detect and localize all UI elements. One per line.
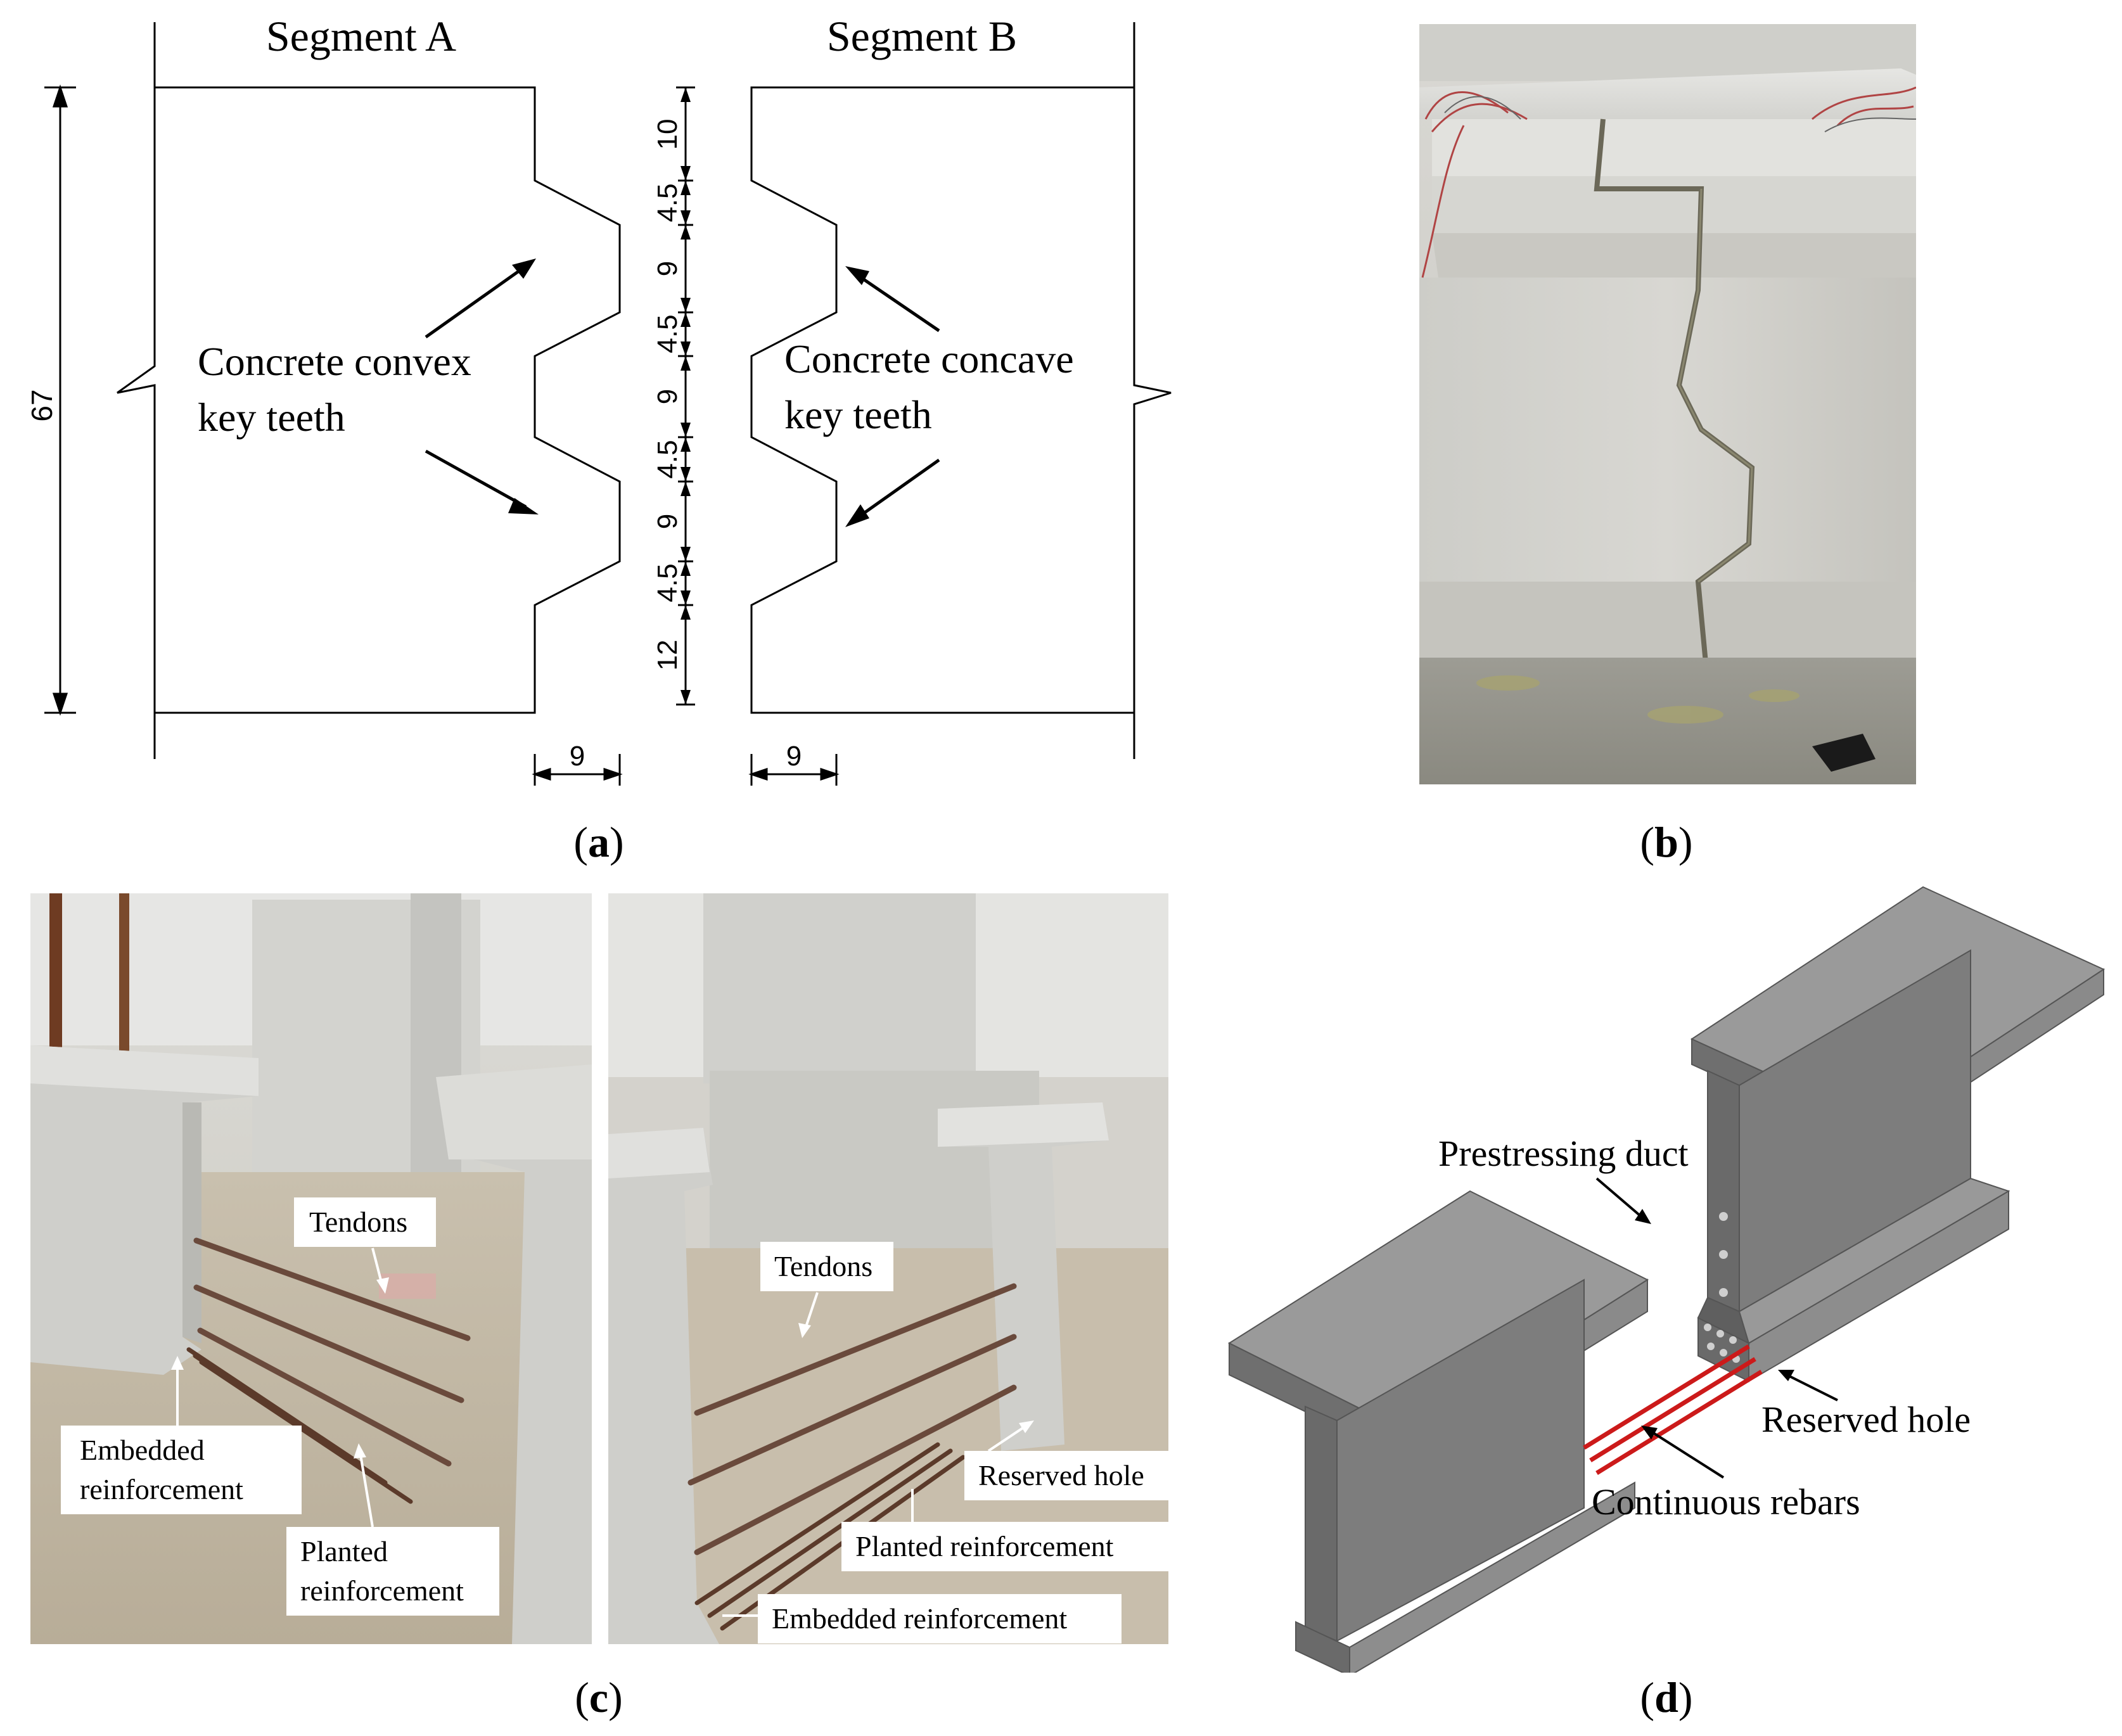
caption-a: (a) <box>573 818 624 866</box>
girder-front <box>1227 1190 1649 1673</box>
dim-label-8: 4.5 <box>652 563 683 602</box>
tooth-depth-a-dimension <box>532 754 623 786</box>
total-height-label: 67 <box>25 389 58 421</box>
caption-c-letter: c <box>589 1673 609 1721</box>
panel-c-right-photo: Tendons Reserved hole Planted reinforcem… <box>608 893 1168 1644</box>
dim-label-6: 4.5 <box>652 440 683 478</box>
total-height-dimension <box>44 84 76 716</box>
dim-label-2: 4.5 <box>652 183 683 222</box>
dim-label-9: 12 <box>652 640 683 671</box>
dim-label-7: 9 <box>652 514 683 529</box>
c-left-planted-line1: Planted <box>300 1535 388 1567</box>
segment-b-title: Segment B <box>827 12 1017 60</box>
dim-label-3: 9 <box>652 261 683 276</box>
tooth-depth-b-dimension <box>748 754 840 786</box>
girder-back <box>1690 886 2106 1382</box>
c-left-embedded-line2: reinforcement <box>80 1473 243 1505</box>
c-right-reserved-hole-label: Reserved hole <box>978 1459 1144 1491</box>
prestressing-duct-label: Prestressing duct <box>1438 1133 1689 1174</box>
panel-a-drawing: Segment A Segment B 67 <box>25 12 1172 786</box>
c-right-planted-label: Planted reinforcement <box>855 1530 1114 1562</box>
segment-a-title: Segment A <box>266 12 456 60</box>
caption-a-letter: a <box>588 818 610 866</box>
convex-label-line1: Concrete convex <box>198 339 471 384</box>
tooth-depth-b-label: 9 <box>786 741 802 772</box>
panel-c-left-photo: Tendons Embedded reinforcement Planted r… <box>30 893 592 1644</box>
caption-b-letter: b <box>1654 818 1678 866</box>
c-right-tendons-label: Tendons <box>774 1250 872 1282</box>
c-right-embedded-label: Embedded reinforcement <box>772 1602 1067 1635</box>
dim-label-5: 9 <box>652 389 683 404</box>
concave-label-line1: Concrete concave <box>784 336 1074 381</box>
panel-d-model: Prestressing duct Reserved hole Continuo… <box>1227 886 2106 1673</box>
panel-b-photo <box>1419 24 1916 784</box>
caption-d: (d) <box>1640 1673 1693 1721</box>
reserved-hole-label: Reserved hole <box>1761 1399 1971 1440</box>
prestressing-duct-holes <box>1719 1212 1728 1297</box>
dim-label-4: 4.5 <box>652 314 683 353</box>
dim-label-1: 10 <box>652 119 683 150</box>
convex-label-line2: key teeth <box>198 395 345 440</box>
concave-arrows <box>845 266 940 527</box>
c-left-tendons-label: Tendons <box>309 1206 407 1238</box>
convex-arrows <box>425 258 539 514</box>
continuous-rebars <box>1583 1344 1763 1475</box>
tooth-depth-a-label: 9 <box>570 741 585 772</box>
segment-b-outline <box>750 22 1172 759</box>
caption-c: (c) <box>575 1673 623 1721</box>
caption-d-letter: d <box>1654 1673 1678 1721</box>
segment-a-outline <box>117 22 621 759</box>
concave-label-line2: key teeth <box>784 392 932 437</box>
c-left-embedded-line1: Embedded <box>80 1434 205 1466</box>
continuous-rebars-label: Continuous rebars <box>1592 1481 1860 1522</box>
c-left-planted-line2: reinforcement <box>300 1574 464 1607</box>
reserved-holes <box>1704 1324 1740 1363</box>
caption-b: (b) <box>1640 818 1693 866</box>
